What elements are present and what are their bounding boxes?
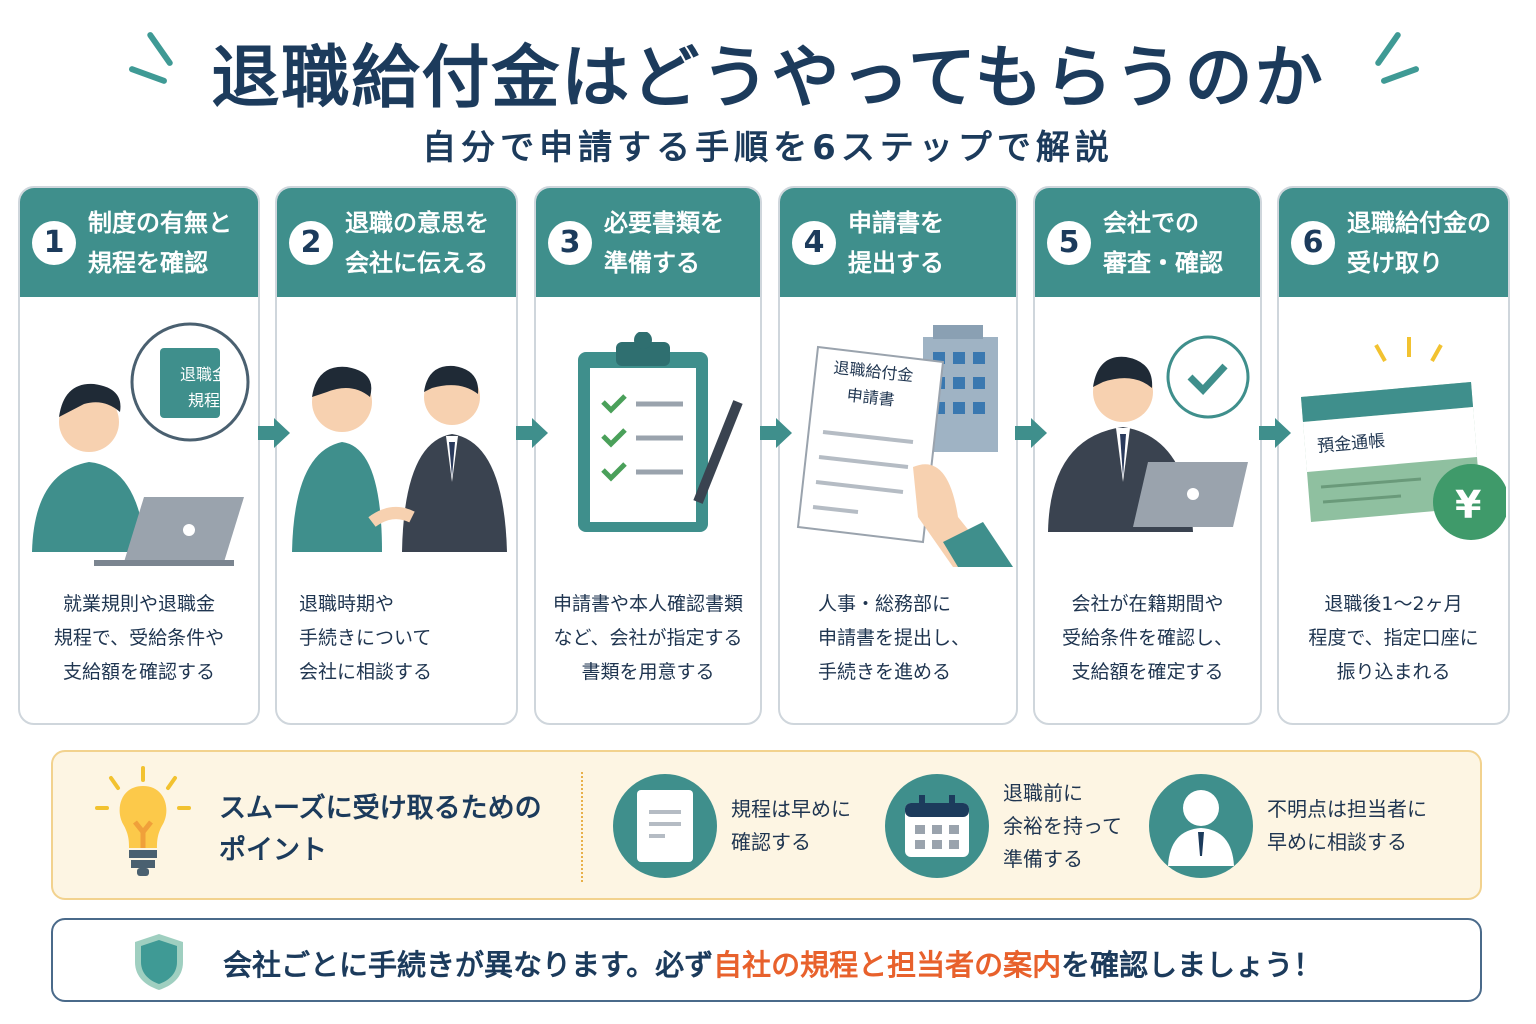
step-card-5: 5 会社での審査・確認 会社が在籍期間や受給条件を確認し、支給額を確定する: [1033, 186, 1262, 725]
tips-panel: スムーズに受け取るためのポイント 規程は早めに確認する 退職前に余裕を持って準備…: [51, 750, 1482, 900]
tip-item: 規程は早めに確認する: [613, 774, 851, 878]
lightbulb-icon: [95, 766, 191, 876]
yen-icon: ¥: [1455, 483, 1482, 527]
step-desc: 申請書を提出し、: [818, 627, 971, 649]
step-number: 5: [1047, 220, 1091, 265]
step-title: 提出する: [848, 248, 944, 277]
step-desc: 手続きを進める: [818, 661, 952, 683]
clipboard-checklist-illustration: [536, 297, 760, 587]
step-title: 制度の有無と: [88, 208, 232, 237]
notice-text: 会社ごとに手続きが異なります。必ず: [223, 948, 714, 982]
tip-text: 退職前に: [1003, 780, 1083, 805]
tip-text: 余裕を持って: [1003, 813, 1122, 838]
step-title: 会社での: [1103, 208, 1199, 237]
tip-item: 退職前に余裕を持って準備する: [885, 774, 1122, 878]
step-number: 1: [32, 220, 76, 265]
tip-text: 早めに相談する: [1267, 830, 1407, 854]
step-desc: 会社に相談する: [299, 661, 433, 683]
tip-text: 準備する: [1003, 846, 1083, 871]
step-title: 申請書を: [848, 208, 944, 237]
step-number: 2: [289, 220, 333, 265]
step-desc: など、会社が指定する: [553, 627, 743, 649]
arrow-right-icon: [1015, 418, 1047, 448]
person-thinking-illustration: 退職金規程: [20, 297, 258, 587]
step-desc: 就業規則や退職金: [62, 593, 215, 615]
step-desc: 程度で、指定口座に: [1308, 627, 1479, 649]
step-number: 3: [548, 220, 592, 265]
step-desc: 人事・総務部に: [818, 593, 952, 615]
step-number: 4: [792, 220, 836, 265]
step-desc: 会社が在籍期間や: [1071, 593, 1224, 615]
page-subtitle: 自分で申請する手順を6ステップで解説: [422, 128, 1114, 168]
step-title: 受け取り: [1347, 248, 1443, 277]
arrow-right-icon: [760, 418, 792, 448]
step-card-4: 4 申請書を提出する 退職給付金申請書 人事・総務部に申請書を提出し、手続きを進め…: [778, 186, 1018, 725]
step-title: 準備する: [604, 248, 700, 277]
page-title: 退職給付金はどうやってもらうのか: [211, 39, 1325, 118]
tip-text: 不明点は担当者に: [1267, 797, 1427, 821]
notice-text: を確認しましょう！: [1061, 948, 1323, 982]
book-label: 規程: [187, 391, 220, 410]
review-illustration: [1035, 297, 1260, 587]
bankbook-illustration: 預金通帳 ¥: [1279, 297, 1508, 587]
step-title: 審査・確認: [1103, 248, 1223, 277]
step-card-6: 6 退職給付金の受け取り 預金通帳 ¥ 退職後1〜2ヶ月程度で、指定口座に振り込ま…: [1277, 186, 1510, 725]
arrow-right-icon: [516, 418, 548, 448]
arrow-right-icon: [258, 418, 290, 448]
arrow-right-icon: [1259, 418, 1291, 448]
step-card-3: 3 必要書類を準備する 申請書や本人確認書類など、会社が指定する書類を用意する: [534, 186, 762, 725]
tip-text: 確認する: [731, 830, 811, 854]
step-desc: 受給条件を確認し、: [1061, 627, 1233, 649]
book-label: 退職金: [179, 365, 228, 384]
step-desc: 書類を用意する: [581, 661, 715, 683]
step-card-1: 1 制度の有無と規程を確認 退職金規程 就業規則や退職金規程で、受給条件や支給額を…: [18, 186, 260, 725]
calendar-icon: [885, 774, 989, 878]
step-desc: 手続きについて: [299, 627, 432, 649]
step-card-2: 2 退職の意思を会社に伝える 退職時期や手続きについて会社に相談する: [275, 186, 518, 725]
step-desc: 規程で、受給条件や: [53, 627, 225, 649]
tip-item: 不明点は担当者に早めに相談する: [1149, 774, 1427, 878]
step-desc: 支給額を確定する: [1071, 661, 1224, 683]
step-title: 退職給付金の: [1347, 208, 1491, 237]
document-icon: [613, 774, 717, 878]
tips-title: ポイント: [219, 835, 327, 866]
handshake-illustration: [277, 297, 516, 587]
step-title: 必要書類を: [604, 208, 724, 237]
person-icon: [1149, 774, 1253, 878]
submit-application-illustration: 退職給付金申請書: [780, 297, 1016, 587]
step-title: 規程を確認: [88, 248, 208, 277]
step-desc: 退職後1〜2ヶ月: [1324, 593, 1463, 615]
step-desc: 振り込まれる: [1336, 661, 1451, 683]
step-desc: 支給額を確認する: [62, 661, 215, 683]
step-number: 6: [1291, 220, 1335, 265]
step-title: 退職の意思を: [345, 208, 489, 237]
shield-icon: [135, 934, 183, 990]
notice-banner: 会社ごとに手続きが異なります。必ず自社の規程と担当者の案内を確認しましょう！: [51, 918, 1482, 1002]
tips-title: スムーズに受け取るための: [219, 793, 542, 824]
step-title: 会社に伝える: [345, 248, 489, 277]
notice-highlight: 自社の規程と担当者の案内: [713, 948, 1062, 982]
tip-text: 規程は早めに: [731, 797, 851, 821]
step-desc: 退職時期や: [299, 593, 395, 615]
step-desc: 申請書や本人確認書類: [552, 593, 743, 615]
divider: [581, 772, 583, 882]
